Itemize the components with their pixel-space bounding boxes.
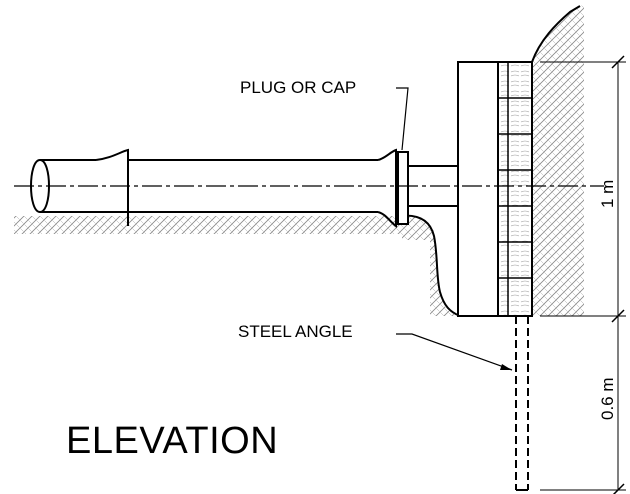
pipe [30, 148, 397, 228]
thrust-block [457, 61, 499, 317]
steel-angle [515, 316, 529, 491]
ground-hatch-left [14, 216, 458, 316]
dimension-upper-label: 1 m [598, 179, 617, 208]
elevation-title: ELEVATION [66, 420, 279, 462]
dimension-lower-label: 0.6 m [598, 377, 617, 420]
excavation-outline [399, 214, 461, 317]
spigot [408, 165, 458, 207]
dimension-lines [540, 55, 626, 494]
slope-outline [531, 5, 581, 63]
plug-or-cap-label: PLUG OR CAP [240, 78, 357, 97]
steel-angle-leader [396, 333, 513, 371]
plug-leader [396, 87, 409, 151]
plug-cap [397, 151, 409, 225]
timber-wall [497, 61, 533, 317]
ground-hatch-right [532, 4, 584, 316]
steel-angle-label: STEEL ANGLE [238, 322, 353, 341]
